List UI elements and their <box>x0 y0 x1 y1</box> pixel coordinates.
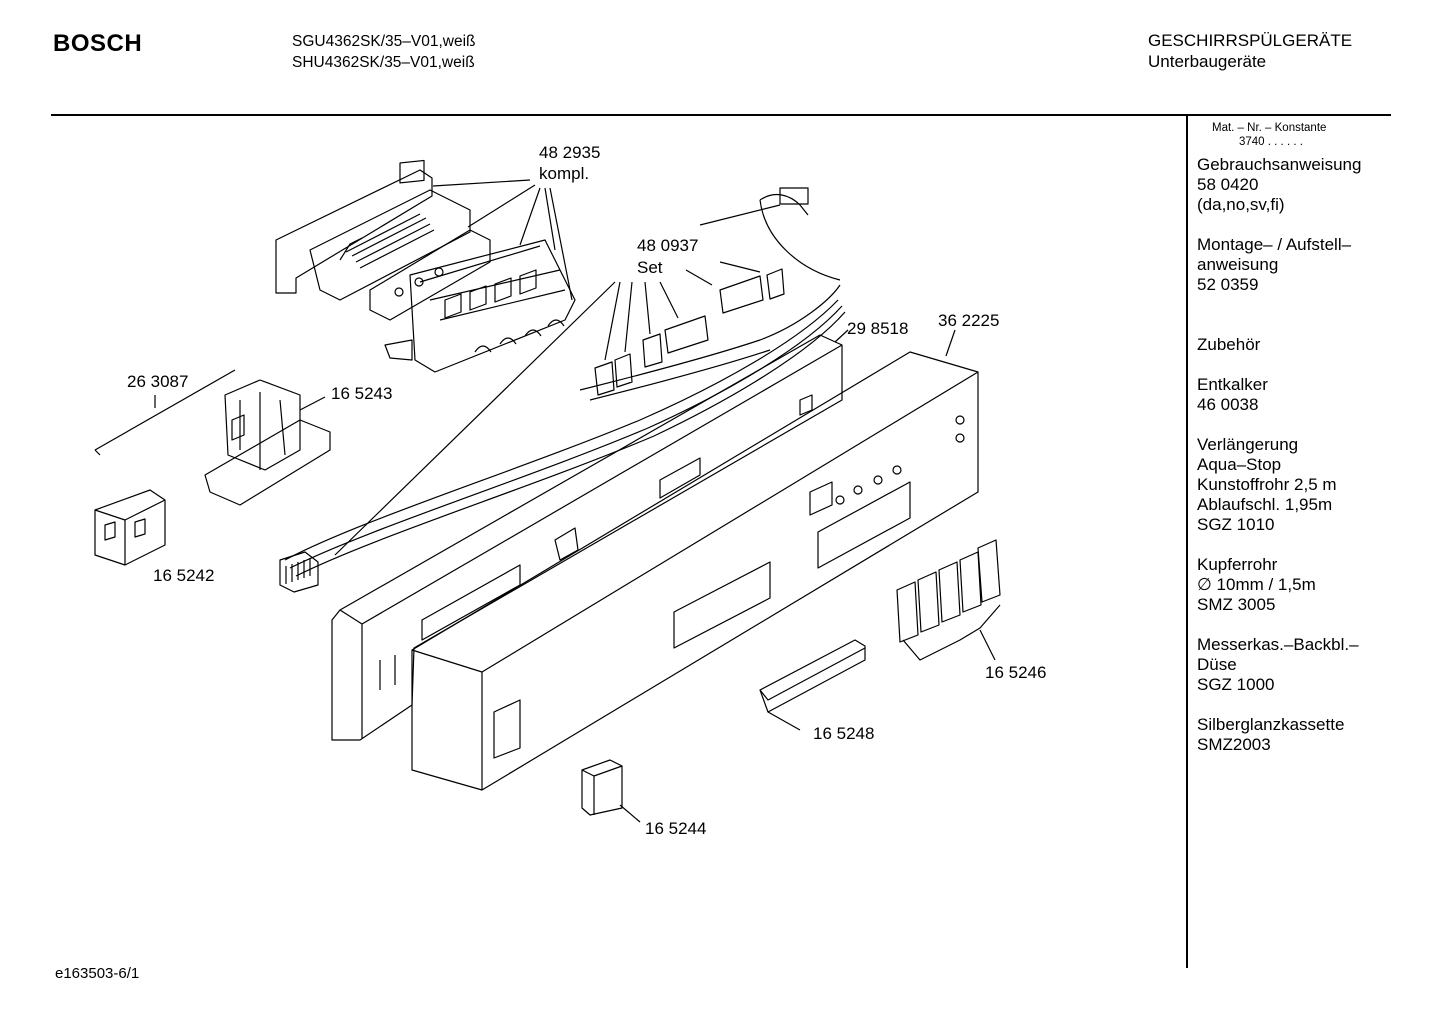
sidebar-line: SMZ 3005 <box>1197 595 1276 614</box>
part-label-165244: 16 5244 <box>645 819 707 838</box>
sidebar-line: Montage– / Aufstell– <box>1197 235 1352 254</box>
sidebar-line: (da,no,sv,fi) <box>1197 195 1285 214</box>
sidebar-line: Zubehör <box>1197 335 1261 354</box>
drawing-code: e163503-6/1 <box>55 965 140 982</box>
inner-panel-drawing <box>331 329 849 741</box>
part-label-263087: 26 3087 <box>127 372 189 391</box>
part-note-482935: kompl. <box>539 164 590 183</box>
sidebar-line <box>1197 315 1387 335</box>
accessory-sidebar: Mat. – Nr. – Konstante 3740 . . . . . . … <box>1197 121 1387 755</box>
trim-strip-drawing <box>759 639 866 731</box>
sidebar-line: 46 0038 <box>1197 395 1259 414</box>
exploded-parts-diagram <box>94 159 1001 823</box>
part-label-482935: 48 2935 <box>539 143 601 162</box>
part-label-165242: 16 5242 <box>153 566 215 585</box>
part-label-165243: 16 5243 <box>331 384 393 403</box>
sidebar-line: Gebrauchsanweisung <box>1197 155 1362 174</box>
sidebar-line: Aqua–Stop <box>1197 455 1282 474</box>
cable-harness-drawing <box>279 187 846 593</box>
sidebar-line: SMZ2003 <box>1197 735 1271 754</box>
sidebar-line: Messerkas.–Backbl.– <box>1197 635 1359 654</box>
sidebar-line: Ablaufschl. 1,95m <box>1197 495 1333 514</box>
sidebar-line: Entkalker <box>1197 375 1268 394</box>
front-panel-drawing <box>411 329 979 791</box>
sidebar-header: Mat. – Nr. – Konstante 3740 . . . . . . <box>1197 121 1387 149</box>
category-subtitle: Unterbaugeräte <box>1148 52 1267 71</box>
category-title: GESCHIRRSPÜLGERÄTE <box>1148 31 1353 50</box>
brand-logo: BOSCH <box>53 30 143 57</box>
sidebar-divider <box>1186 116 1188 968</box>
sidebar-group: Zubehör <box>1197 315 1387 355</box>
sidebar-line: Kunstoffrohr 2,5 m <box>1197 475 1337 494</box>
cap-drawing <box>581 759 641 823</box>
sidebar-line: 52 0359 <box>1197 275 1259 294</box>
sidebar-line: SGZ 1010 <box>1197 515 1275 534</box>
model-line-1: SGU4362SK/35–V01,weiß <box>292 33 476 50</box>
model-line-2: SHU4362SK/35–V01,weiß <box>292 54 475 71</box>
sidebar-line: Kupferrohr <box>1197 555 1278 574</box>
mat-nr-label: Mat. – Nr. – Konstante <box>1212 122 1327 134</box>
part-note-480937: Set <box>637 258 663 277</box>
sidebar-line: ∅ 10mm / 1,5m <box>1197 575 1316 594</box>
mat-nr-value: 3740 . . . . . . <box>1239 136 1303 148</box>
part-label-298518: 29 8518 <box>847 319 909 338</box>
sidebar-line: SGZ 1000 <box>1197 675 1275 694</box>
control-module-drawing <box>275 159 576 373</box>
sidebar-line: Verlängerung <box>1197 435 1299 454</box>
sidebar-line: 58 0420 <box>1197 175 1259 194</box>
part-label-362225: 36 2225 <box>938 311 1000 330</box>
part-label-165248: 16 5248 <box>813 724 875 743</box>
part-label-165246: 16 5246 <box>985 663 1047 682</box>
header-divider <box>51 114 1391 116</box>
sidebar-line: anweisung <box>1197 255 1279 274</box>
sidebar-line: Silberglanzkassette <box>1197 715 1345 734</box>
switch-drawing <box>94 369 236 566</box>
bracket-drawing <box>204 379 331 506</box>
button-set-drawing <box>896 539 1001 661</box>
part-label-480937: 48 0937 <box>637 236 699 255</box>
sidebar-line: Düse <box>1197 655 1237 674</box>
